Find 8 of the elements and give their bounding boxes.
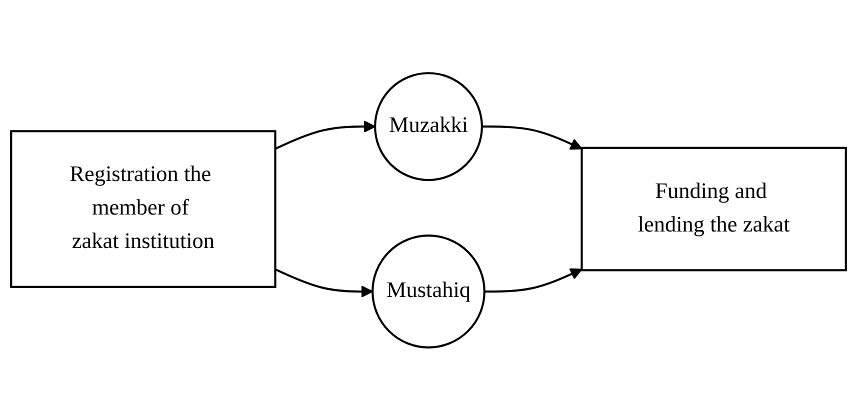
arrow <box>484 268 582 292</box>
arrow <box>482 125 582 150</box>
node-circle: Muzakki <box>374 72 483 181</box>
arrow <box>274 120 376 150</box>
node-box: Registration the member of zakat institution <box>10 130 276 288</box>
arrow <box>274 268 374 298</box>
node-box: Funding and lending the zakat <box>580 146 847 271</box>
node-circle: Mustahiq <box>372 234 486 348</box>
